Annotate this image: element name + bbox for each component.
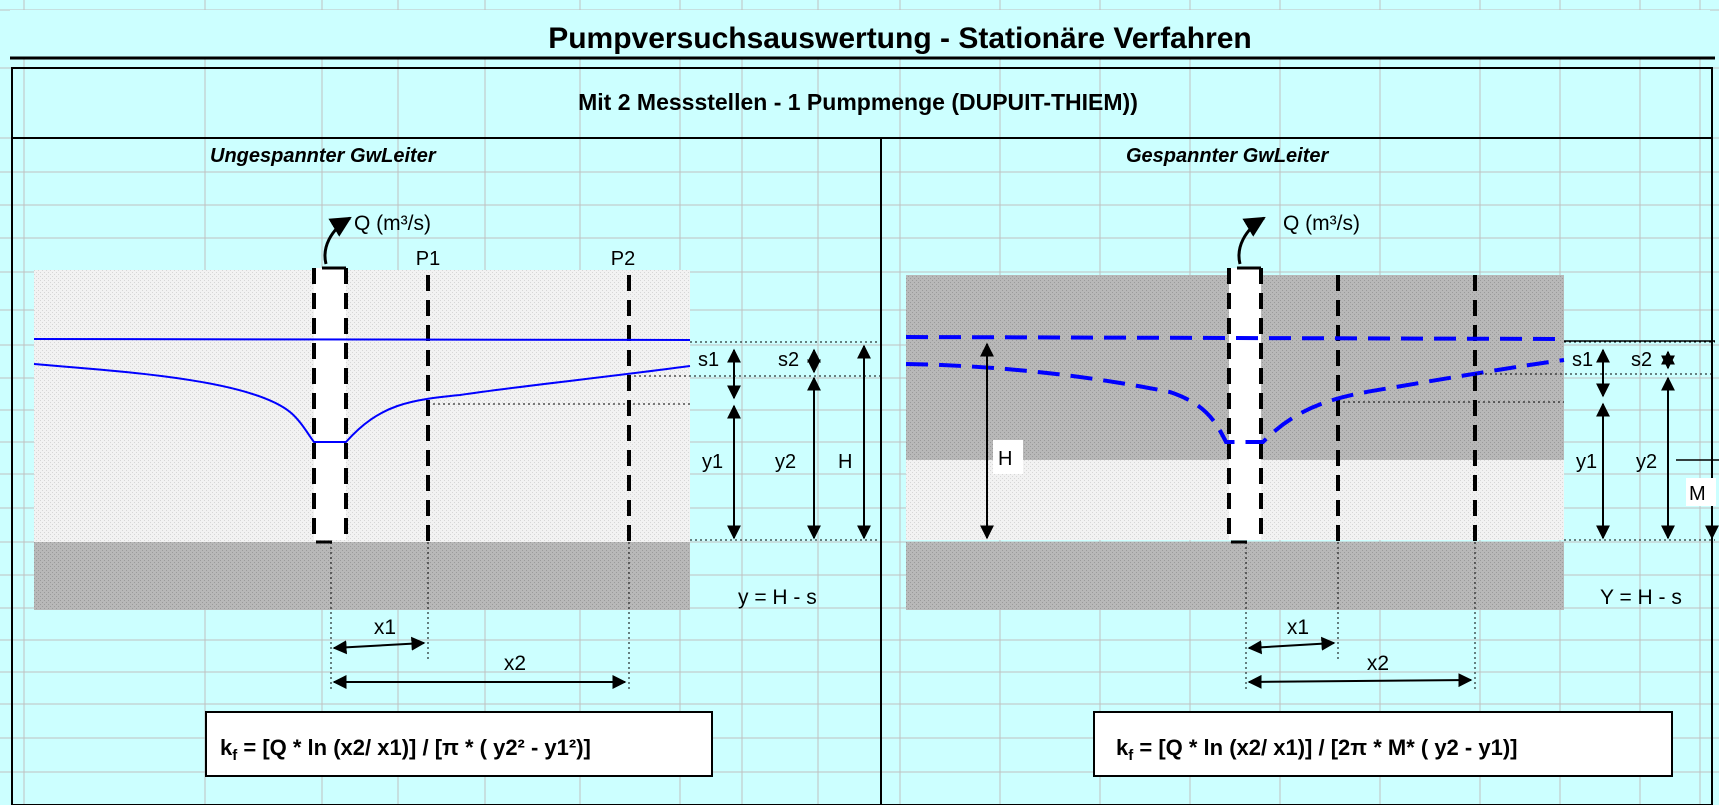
left-heading: Ungespannter GwLeiter [210, 145, 437, 167]
formula-left: kf = [Q * ln (x2/ x1)] / [π * ( y2² - y1… [220, 735, 591, 764]
page-title: Pumpversuchsauswertung - Stationäre Verf… [548, 22, 1252, 55]
pump-arrow-icon [1237, 216, 1266, 265]
outer-frame [11, 67, 1713, 805]
y2-label: y2 [775, 451, 796, 473]
x1-label: x1 [374, 616, 396, 639]
right-panel: Gespannter GwLeiter Q (m³/s) H [905, 145, 1719, 777]
x2-label: x2 [504, 652, 526, 675]
dimension-arrow-icon [1247, 673, 1473, 689]
right-relation-label: Y = H - s [1600, 586, 1682, 609]
right-y2-label: y2 [1636, 451, 1657, 473]
aquifer-unconfined [34, 270, 690, 542]
formula-box-right [1093, 711, 1673, 777]
relation-label: y = H - s [738, 586, 817, 609]
s1-label: s1 [698, 349, 719, 371]
left-panel: Ungespannter GwLeiter Q (m³/s) P1 P2 [33, 145, 880, 777]
formula-box-left [205, 711, 713, 777]
s2-label: s2 [778, 349, 799, 371]
y1-label: y1 [702, 451, 723, 473]
right-q-label: Q (m³/s) [1283, 212, 1360, 235]
right-y1-label: y1 [1576, 451, 1597, 473]
right-h-label: H [998, 448, 1012, 470]
dimension-arrow-icon [332, 636, 426, 655]
well-right [1229, 268, 1261, 540]
m-label-box [1686, 478, 1716, 506]
title-cell [10, 10, 1710, 58]
p2-label: P2 [611, 248, 635, 270]
right-x2-label: x2 [1367, 652, 1389, 675]
static-water-level-left [33, 338, 691, 341]
dimension-arrow-icon [1247, 636, 1336, 655]
right-x1-label: x1 [1287, 616, 1309, 639]
right-s1-label: s1 [1572, 349, 1593, 371]
formula-right: kf = [Q * ln (x2/ x1)] / [2π * M* ( y2 -… [1116, 735, 1517, 764]
right-s2-label: s2 [1631, 349, 1652, 371]
left-q-label: Q (m³/s) [354, 212, 431, 235]
piezometric-level-static [905, 335, 1565, 341]
aquitard-left [34, 542, 690, 610]
right-m-label: M [1689, 483, 1706, 505]
pump-arrow-icon [323, 216, 352, 265]
aquitard-right [906, 542, 1564, 610]
drawdown-curve-left [33, 363, 691, 443]
h-label-box [993, 440, 1023, 474]
subtitle: Mit 2 Messstellen - 1 Pumpmenge (DUPUIT-… [578, 89, 1138, 115]
h-label: H [838, 451, 852, 473]
p1-label: P1 [416, 248, 440, 270]
piezometric-drawdown-curve [905, 358, 1565, 444]
well-left [314, 268, 346, 540]
right-heading: Gespannter GwLeiter [1126, 145, 1329, 167]
